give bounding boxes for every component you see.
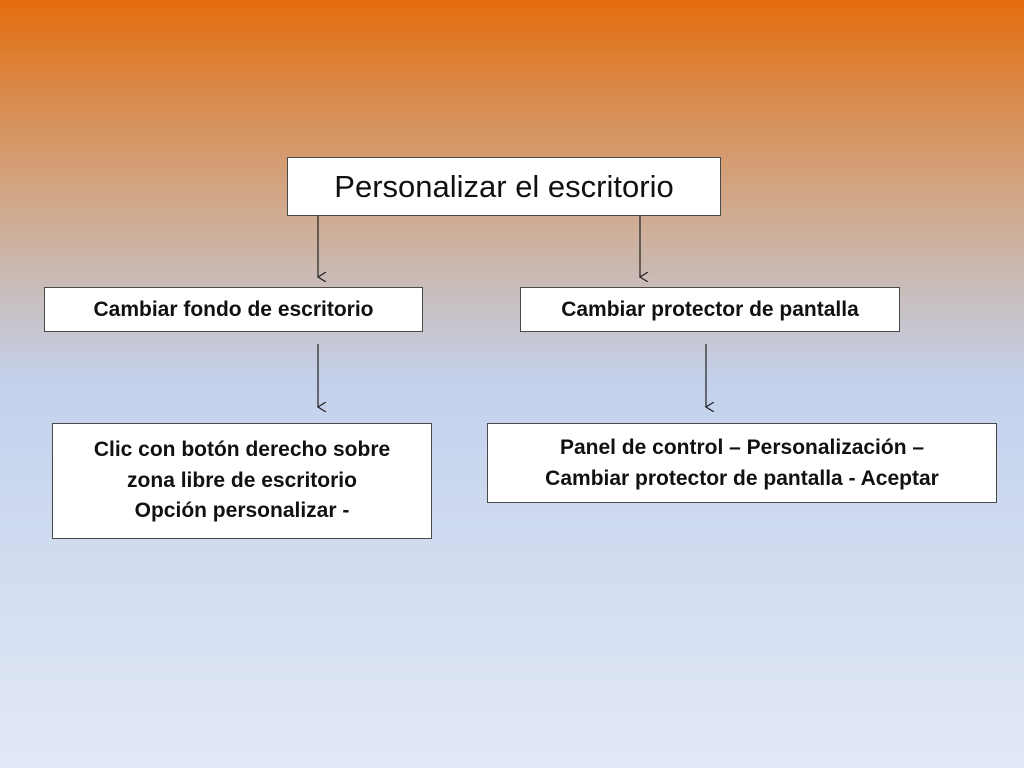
branch-node-background-label: Cambiar fondo de escritorio <box>93 297 374 321</box>
detail-line: zona libre de escritorio <box>127 468 357 492</box>
detail-node-background: Clic con botón derecho sobre zona libre … <box>52 423 432 539</box>
detail-line: Cambiar protector de pantalla - Aceptar <box>545 467 939 490</box>
branch-node-background: Cambiar fondo de escritorio <box>44 287 423 332</box>
branch-node-screensaver: Cambiar protector de pantalla <box>520 287 900 332</box>
detail-line: Panel de control – Personalización – <box>559 435 925 459</box>
root-node: Personalizar el escritorio <box>287 157 721 216</box>
root-node-label: Personalizar el escritorio <box>334 168 674 204</box>
detail-node-screensaver: Panel de control – Personalización – Cam… <box>487 423 997 503</box>
detail-line: Opción personalizar - <box>134 499 350 523</box>
branch-node-screensaver-label: Cambiar protector de pantalla <box>561 297 859 321</box>
detail-line: Clic con botón derecho sobre <box>93 438 391 462</box>
